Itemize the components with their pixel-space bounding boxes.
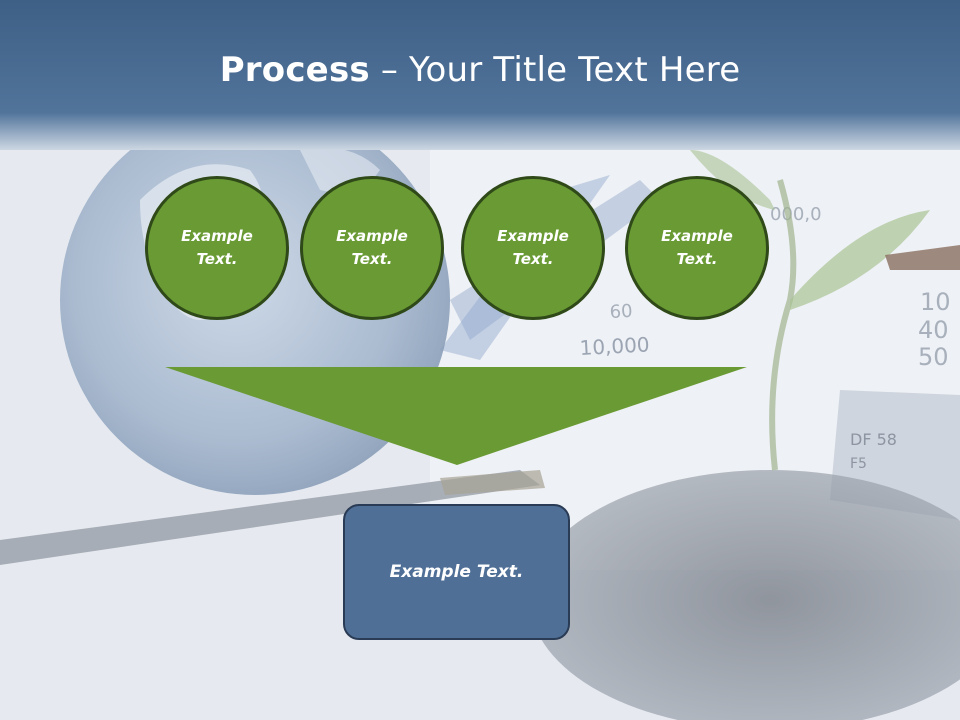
- slide-title-rest: – Your Title Text Here: [369, 50, 741, 90]
- process-step-circle-4: Example Text.: [625, 176, 769, 320]
- svg-text:F5: F5: [850, 456, 867, 472]
- process-step-circle-1: Example Text.: [145, 176, 289, 320]
- funnel-arrow: [165, 367, 747, 465]
- svg-text:40: 40: [918, 316, 949, 344]
- svg-text:000,0: 000,0: [770, 204, 822, 225]
- svg-text:10,000: 10,000: [579, 332, 650, 360]
- slide-title-bold: Process: [219, 50, 370, 90]
- result-label: Example Text.: [389, 562, 524, 582]
- process-step-circle-2: Example Text.: [300, 176, 444, 320]
- svg-text:10: 10: [920, 288, 951, 316]
- slide-title: Process – Your Title Text Here: [0, 50, 960, 90]
- process-step-label: Example Text.: [497, 227, 569, 268]
- result-box: Example Text.: [343, 504, 570, 640]
- process-step-label: Example Text.: [336, 227, 408, 268]
- process-step-circle-3: Example Text.: [461, 176, 605, 320]
- svg-text:DF 58: DF 58: [850, 430, 897, 449]
- svg-text:60: 60: [609, 301, 633, 323]
- process-step-label: Example Text.: [661, 227, 733, 268]
- process-step-label: Example Text.: [181, 227, 253, 268]
- svg-text:50: 50: [918, 343, 949, 371]
